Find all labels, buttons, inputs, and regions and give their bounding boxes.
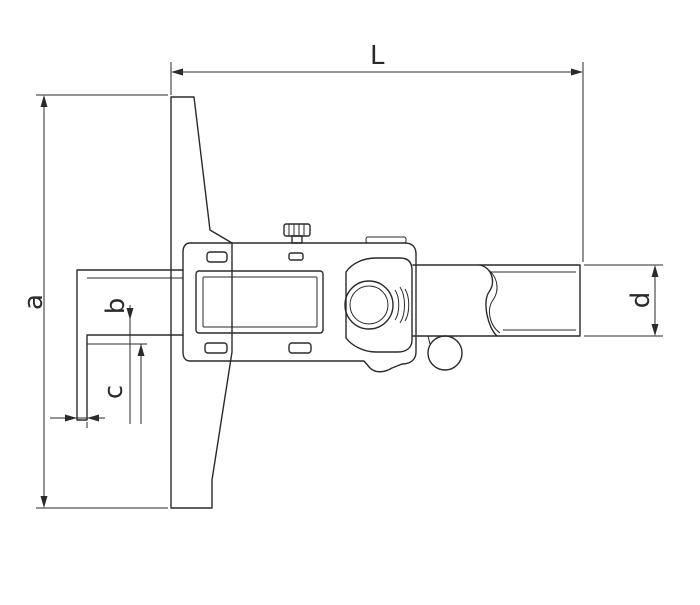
button-bottom-left — [204, 342, 228, 354]
beam-joint-curve — [485, 267, 501, 334]
grip-lines-icon — [394, 286, 410, 324]
dimension-d — [584, 264, 663, 337]
dimension-b — [126, 305, 134, 424]
lcd-display-outer — [195, 270, 324, 334]
dimension-L — [170, 62, 584, 262]
label-d: d — [626, 292, 656, 309]
label-c: c — [99, 385, 129, 399]
beam-tube — [479, 264, 581, 337]
label-L: L — [370, 41, 385, 71]
probe-arm — [76, 269, 184, 421]
caliper-base — [170, 96, 233, 509]
slider-body — [182, 242, 417, 373]
main-beam — [412, 264, 498, 337]
thumb-screw-icon — [283, 223, 311, 244]
label-b: b — [101, 298, 131, 315]
fine-adjust-wheel — [427, 335, 463, 371]
dimension-tip-width — [50, 414, 105, 422]
dial-ring — [344, 280, 394, 330]
dimension-a — [36, 94, 168, 509]
button-top-left — [206, 251, 228, 263]
button-bottom-right — [288, 342, 312, 354]
dial-housing — [345, 257, 413, 353]
dimension-c — [86, 344, 145, 428]
wheel-bracket — [413, 335, 431, 345]
label-a: a — [19, 294, 49, 310]
button-top-right — [288, 252, 304, 261]
lcd-display-screen — [202, 276, 318, 328]
top-tab — [365, 236, 407, 244]
dial-inner — [349, 285, 389, 325]
